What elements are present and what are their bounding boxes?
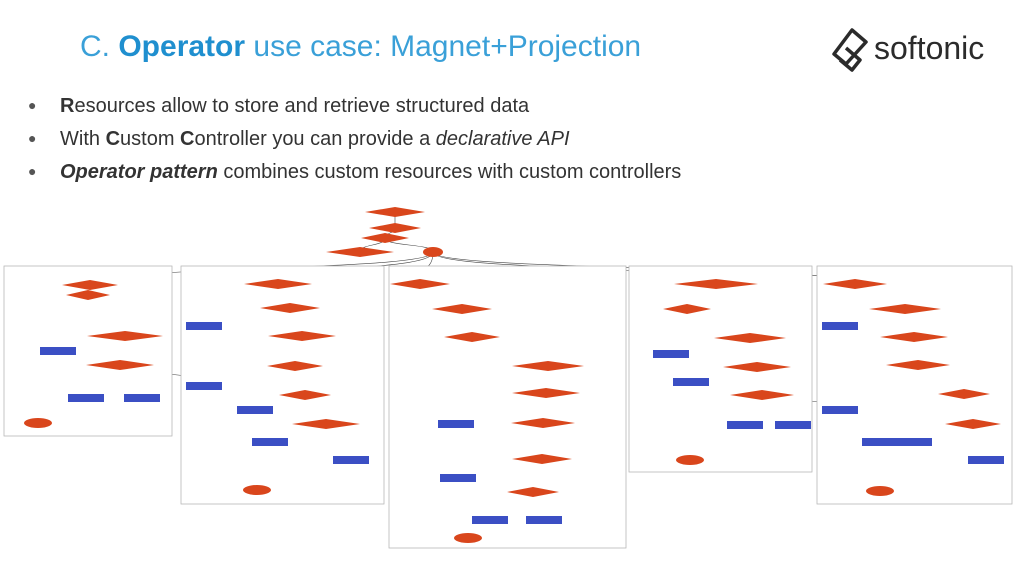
decision-node [938, 389, 990, 399]
action-node [472, 516, 508, 524]
bullet-bold-italic: Operator pattern [60, 161, 218, 183]
decision-node [361, 233, 409, 243]
action-node [440, 474, 476, 482]
decision-node [444, 332, 500, 342]
bullet-dot: ● [28, 163, 37, 179]
bullet-text: With [60, 128, 106, 150]
logo-text: softonic [874, 30, 985, 66]
action-node [124, 394, 160, 402]
decision-node [512, 454, 572, 464]
action-node [333, 456, 369, 464]
action-node [822, 322, 858, 330]
flowchart-nodes [24, 207, 1004, 543]
decision-node [432, 304, 492, 314]
decision-node [886, 360, 950, 370]
decision-node [723, 362, 791, 372]
decision-node [365, 207, 425, 217]
decision-node [512, 388, 580, 398]
bullet-text: ustom [120, 128, 181, 150]
end-node [676, 455, 704, 465]
bullet-text: ontroller you can provide a [194, 128, 436, 150]
decision-node [292, 419, 360, 429]
decision-node [663, 304, 711, 314]
bullet-item: ● Operator pattern combines custom resour… [28, 156, 681, 189]
process-panel [816, 265, 1013, 505]
action-node [186, 382, 222, 390]
decision-node [244, 279, 312, 289]
action-node [896, 438, 932, 446]
bullet-bold: C [105, 128, 121, 150]
decision-node [511, 418, 575, 428]
action-node [526, 516, 562, 524]
action-node [40, 347, 76, 355]
decision-node [507, 487, 559, 497]
softonic-logo: softonic [832, 28, 1002, 72]
bullet-bold: R [60, 95, 75, 117]
action-node [186, 322, 222, 330]
softonic-icon [832, 28, 868, 72]
bullet-italic: declarative API [435, 128, 570, 150]
action-node [653, 350, 689, 358]
decision-node [945, 419, 1001, 429]
decision-node [674, 279, 758, 289]
action-node [237, 406, 273, 414]
decision-node [880, 332, 948, 342]
bullet-item: ● Resources allow to store and retrieve s… [28, 90, 681, 123]
decision-node [86, 360, 154, 370]
bullet-dot: ● [28, 130, 37, 146]
decision-node [512, 361, 584, 371]
bullet-item: ● With Custom Controller you can provide … [28, 123, 681, 156]
flowchart-diagram [3, 207, 1013, 549]
action-node [252, 438, 288, 446]
bullet-text: esources allow to store and retrieve str… [74, 95, 530, 117]
bullet-bold: C [180, 128, 195, 150]
slide-title: C. Operator use case: Magnet+Projection [80, 30, 641, 64]
action-node [822, 406, 858, 414]
decision-node [326, 247, 394, 257]
decision-node [823, 279, 887, 289]
flowchart-panels [3, 265, 1013, 549]
end-node [423, 247, 443, 257]
decision-node [369, 223, 421, 233]
process-panel [388, 265, 627, 549]
bullet-list: ● Resources allow to store and retrieve s… [28, 90, 681, 189]
decision-node [390, 279, 450, 289]
title-bold: Operator [118, 30, 246, 63]
action-node [68, 394, 104, 402]
decision-node [279, 390, 331, 400]
action-node [775, 421, 811, 429]
action-node [968, 456, 1004, 464]
decision-node [714, 333, 786, 343]
end-node [866, 486, 894, 496]
decision-node [268, 331, 336, 341]
decision-node [869, 304, 941, 314]
end-node [454, 533, 482, 543]
action-node [438, 420, 474, 428]
title-prefix: C. [80, 30, 119, 63]
decision-node [730, 390, 794, 400]
process-panel [628, 265, 813, 473]
action-node [727, 421, 763, 429]
action-node [862, 438, 898, 446]
decision-node [260, 303, 320, 313]
decision-node [267, 361, 323, 371]
bullet-text: combines custom resources with custom co… [217, 161, 682, 183]
end-node [243, 485, 271, 495]
title-suffix: use case: Magnet+Projection [245, 30, 642, 63]
decision-node [87, 331, 163, 341]
decision-node [66, 290, 110, 300]
bullet-dot: ● [28, 97, 37, 113]
decision-node [62, 280, 118, 290]
end-node [24, 418, 52, 428]
action-node [673, 378, 709, 386]
